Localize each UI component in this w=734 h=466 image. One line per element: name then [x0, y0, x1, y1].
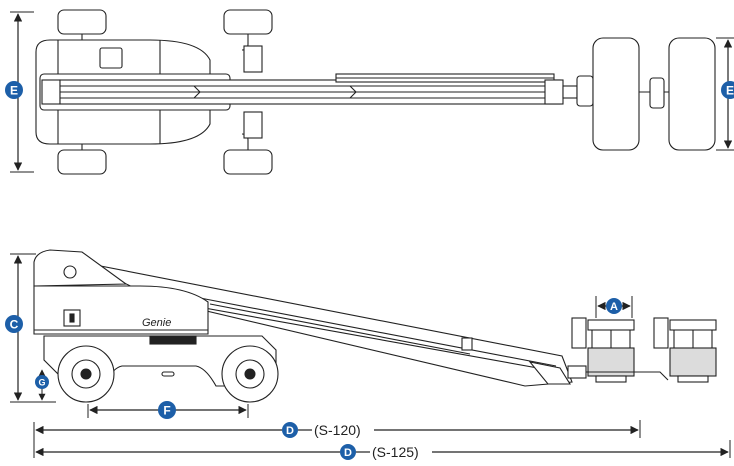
dimension-c: C: [5, 253, 36, 403]
marker-f-label: F: [163, 404, 170, 418]
dimension-d-s125: D (S-125): [33, 440, 731, 460]
marker-f: [158, 401, 176, 419]
dimension-f: F: [87, 401, 249, 419]
top-wheel-rear-left: [223, 9, 273, 35]
top-wheel-front-left: [57, 9, 107, 35]
top-wheel-rear-right: [223, 149, 273, 175]
dimension-e-right: E: [716, 37, 734, 151]
marker-d-s125-label: D: [344, 447, 352, 459]
marker-e-left-label: E: [10, 84, 18, 98]
side-wheel-front: [57, 345, 115, 403]
marker-d-s125: [340, 444, 356, 460]
marker-g-label: G: [38, 378, 45, 388]
side-body: [33, 285, 209, 335]
marker-d-s120: [282, 422, 298, 438]
marker-e-right-label: E: [726, 84, 734, 98]
brand-logo: Genie: [142, 317, 171, 329]
dimension-g: G: [35, 369, 56, 403]
top-platform-stowed: [592, 37, 640, 151]
marker-c: [5, 315, 23, 333]
dimension-e-left: E: [5, 11, 34, 173]
side-wheel-rear: [221, 345, 279, 403]
marker-e-left: [5, 81, 23, 99]
side-platform-extended: [586, 317, 717, 383]
marker-a-label: A: [610, 301, 618, 313]
top-view: [35, 9, 716, 175]
marker-g: [35, 375, 49, 389]
side-view: Genie: [33, 249, 717, 403]
marker-c-label: C: [10, 318, 19, 332]
marker-a: [606, 298, 622, 314]
label-s125: (S-125): [372, 444, 419, 460]
label-s120: (S-120): [314, 422, 361, 438]
top-wheel-front-right: [57, 149, 107, 175]
marker-e-right: [721, 81, 734, 99]
dimension-d-s120: D (S-120): [33, 420, 641, 440]
dimension-a: A: [595, 296, 633, 318]
side-turret: [33, 249, 128, 287]
top-platform-rotated: [668, 37, 716, 151]
side-platform-stowed: [571, 317, 635, 383]
marker-d-s120-label: D: [286, 425, 294, 437]
